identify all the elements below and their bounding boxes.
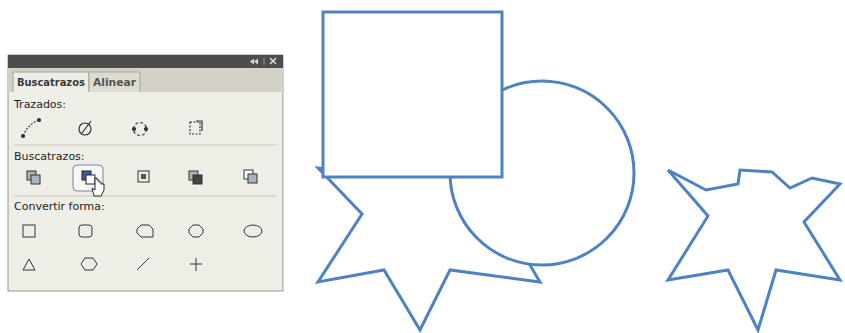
panel-body: [8, 55, 283, 291]
section-heading: Trazados:: [14, 98, 66, 111]
result-shape: [668, 170, 840, 330]
tab-strip: [8, 68, 283, 92]
hand-cursor: [92, 178, 104, 196]
section-heading: Convertir forma:: [14, 200, 105, 213]
shape-icons: [23, 225, 262, 271]
panel-content: [9, 92, 282, 290]
panel-title-bar: [8, 55, 283, 68]
collapse-icon: [250, 59, 258, 65]
tab-active-bg: [13, 72, 89, 92]
tab-bg: [89, 72, 140, 92]
title-separator: [264, 58, 265, 65]
separator: [14, 196, 277, 197]
path-icons: [22, 119, 203, 138]
panel-tab: Buscatrazos: [17, 76, 85, 89]
close-icon: [270, 58, 276, 64]
shapes-artwork: [318, 12, 840, 330]
panel-tab: Alinear: [93, 76, 136, 89]
separator: [14, 145, 277, 146]
pathfinder-icons: [27, 165, 257, 196]
section-heading: Buscatrazos:: [14, 150, 85, 163]
square-shape: [323, 12, 502, 177]
